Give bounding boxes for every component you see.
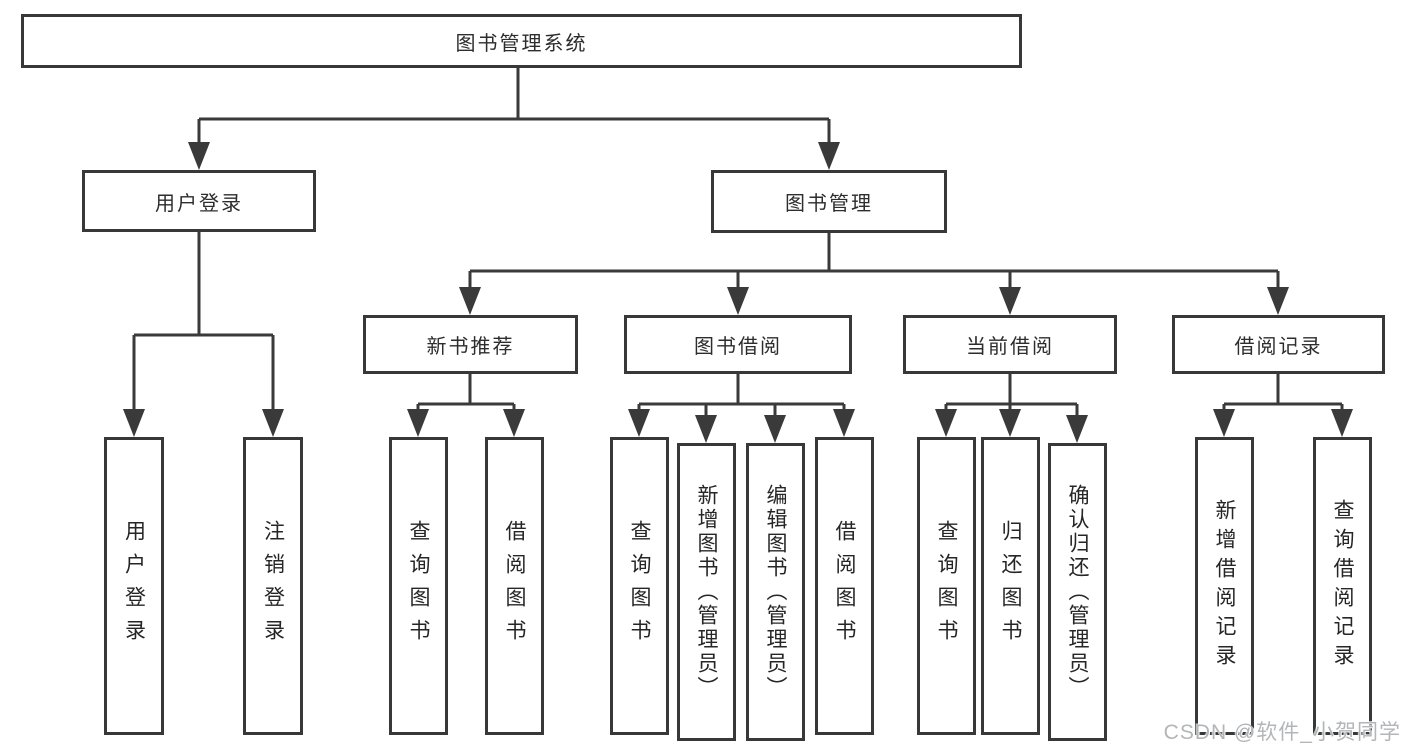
leaf-logout: 注销登录 xyxy=(243,437,303,735)
node-user-login: 用户登录 xyxy=(82,170,316,232)
node-label: 图书管理 xyxy=(785,193,873,215)
leaf-label: 用户登录 xyxy=(122,520,146,652)
leaf-label: 查询借阅记录 xyxy=(1331,499,1354,673)
leaf-label: 注销登录 xyxy=(261,520,285,652)
node-borrowing-records: 借阅记录 xyxy=(1172,315,1385,374)
leaf-user-login: 用户登录 xyxy=(104,437,164,735)
leaf-label: 编辑图书（管理员） xyxy=(764,484,787,700)
leaf-label: 新增借阅记录 xyxy=(1213,499,1236,673)
node-label: 新书推荐 xyxy=(426,336,515,358)
leaf-label: 查询图书 xyxy=(407,520,430,652)
leaf-label: 查询图书 xyxy=(628,520,651,652)
leaf-label: 查询图书 xyxy=(935,520,958,652)
leaf-query-books: 查询图书 xyxy=(917,437,976,735)
csdn-watermark: CSDN @软件_小贺同学 xyxy=(1163,721,1401,744)
leaf-label: 借阅图书 xyxy=(503,520,526,652)
node-label: 用户登录 xyxy=(155,192,243,215)
leaf-borrow-books: 借阅图书 xyxy=(815,437,874,735)
leaf-label: 借阅图书 xyxy=(833,520,856,652)
leaf-add-books-admin: 新增图书（管理员） xyxy=(677,443,736,741)
leaf-query-borrowing-record: 查询借阅记录 xyxy=(1313,437,1372,735)
node-label: 图书借阅 xyxy=(694,336,782,358)
node-book-borrowing: 图书借阅 xyxy=(624,315,852,374)
leaf-label: 归还图书 xyxy=(999,520,1022,652)
node-label: 借阅记录 xyxy=(1234,336,1323,358)
leaf-label: 新增图书（管理员） xyxy=(695,484,718,700)
node-label: 当前借阅 xyxy=(966,336,1054,358)
node-library-management-system: 图书管理系统 xyxy=(21,14,1022,68)
leaf-query-books: 查询图书 xyxy=(389,437,448,735)
node-current-borrowing: 当前借阅 xyxy=(903,315,1117,374)
leaf-confirm-return-admin: 确认归还（管理员） xyxy=(1048,443,1107,741)
leaf-query-books: 查询图书 xyxy=(610,437,669,735)
leaf-add-borrowing-record: 新增借阅记录 xyxy=(1195,437,1254,735)
leaf-borrow-books: 借阅图书 xyxy=(485,437,544,735)
node-new-book-recommendation: 新书推荐 xyxy=(363,315,578,374)
leaf-return-books: 归还图书 xyxy=(981,437,1040,735)
node-label: 图书管理系统 xyxy=(455,32,588,55)
leaf-label: 确认归还（管理员） xyxy=(1066,484,1089,700)
node-book-management: 图书管理 xyxy=(711,170,947,233)
leaf-edit-books-admin: 编辑图书（管理员） xyxy=(746,443,805,741)
